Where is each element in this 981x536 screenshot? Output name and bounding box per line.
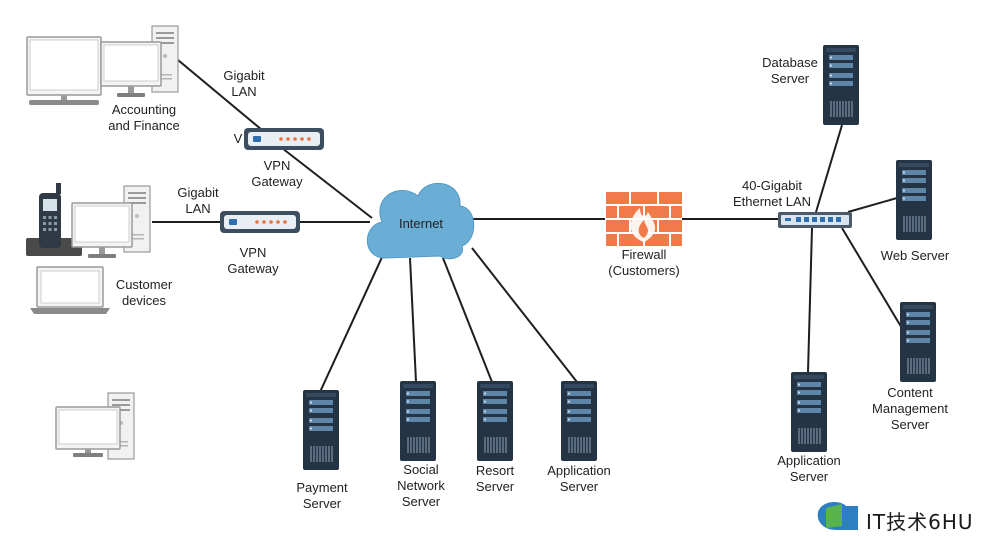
vpn-gateway-mid-label: VPN Gateway (227, 245, 279, 276)
ethernet-switch (778, 212, 852, 228)
accounting-label: Accounting and Finance (108, 102, 180, 133)
resort-server-label: Resort Server (475, 463, 515, 494)
web-server-icon (895, 159, 933, 241)
link-internet-payment (319, 254, 384, 393)
payment-server-icon (302, 389, 340, 471)
resort-server-icon (476, 380, 514, 462)
watermark-text: IT技术6HU (866, 510, 974, 534)
database-server-label: Database Server (762, 55, 818, 86)
application-server-bottom-icon (560, 380, 598, 462)
payment-server-label: Payment Server (296, 480, 348, 511)
application-server-right-label: Application Server (777, 453, 841, 484)
customer-devices-label: Customer devices (115, 277, 173, 308)
link-gateway-internet (281, 147, 373, 219)
ethernet-lan-label: 40-Gigabit Ethernet LAN (732, 178, 812, 209)
link-internet-social (409, 257, 417, 383)
workstation-bottom-left (55, 392, 135, 460)
application-server-bottom-label: Application Server (547, 463, 611, 494)
gigabit-lan-top-label: Gigabit LAN (223, 68, 265, 99)
link-internet-application (471, 247, 578, 383)
watermark-logo-icon (817, 502, 858, 530)
social-server-icon (399, 380, 437, 462)
firewall-label: Firewall (Customers) (608, 247, 680, 278)
link-switch-application (807, 227, 813, 373)
vpn-gateway-top-label: VPN Gateway (251, 158, 303, 189)
web-server-label: Web Server (880, 248, 950, 263)
internet-label: Internet (398, 216, 444, 231)
social-server-label: Social Network Server (397, 462, 445, 509)
laptop (30, 266, 110, 314)
vpn-gateway-mid (220, 211, 300, 233)
cms-server-icon (899, 301, 937, 383)
cms-server-label: Content Management Server (872, 385, 948, 432)
gigabit-lan-mid-label: Gigabit LAN (177, 185, 219, 216)
link-switch-web (847, 197, 898, 213)
customer-devices (26, 183, 151, 314)
link-accounting-gateway (177, 59, 263, 131)
firewall-icon (606, 192, 682, 246)
vpn-gateway-top (244, 128, 324, 150)
application-server-right-icon (790, 371, 828, 453)
accounting-workstation (26, 25, 179, 105)
vpn-gateway-top-prefix: V (233, 131, 243, 146)
link-switch-database (815, 124, 843, 213)
internet-cloud (366, 182, 475, 260)
link-internet-resort (442, 257, 493, 383)
